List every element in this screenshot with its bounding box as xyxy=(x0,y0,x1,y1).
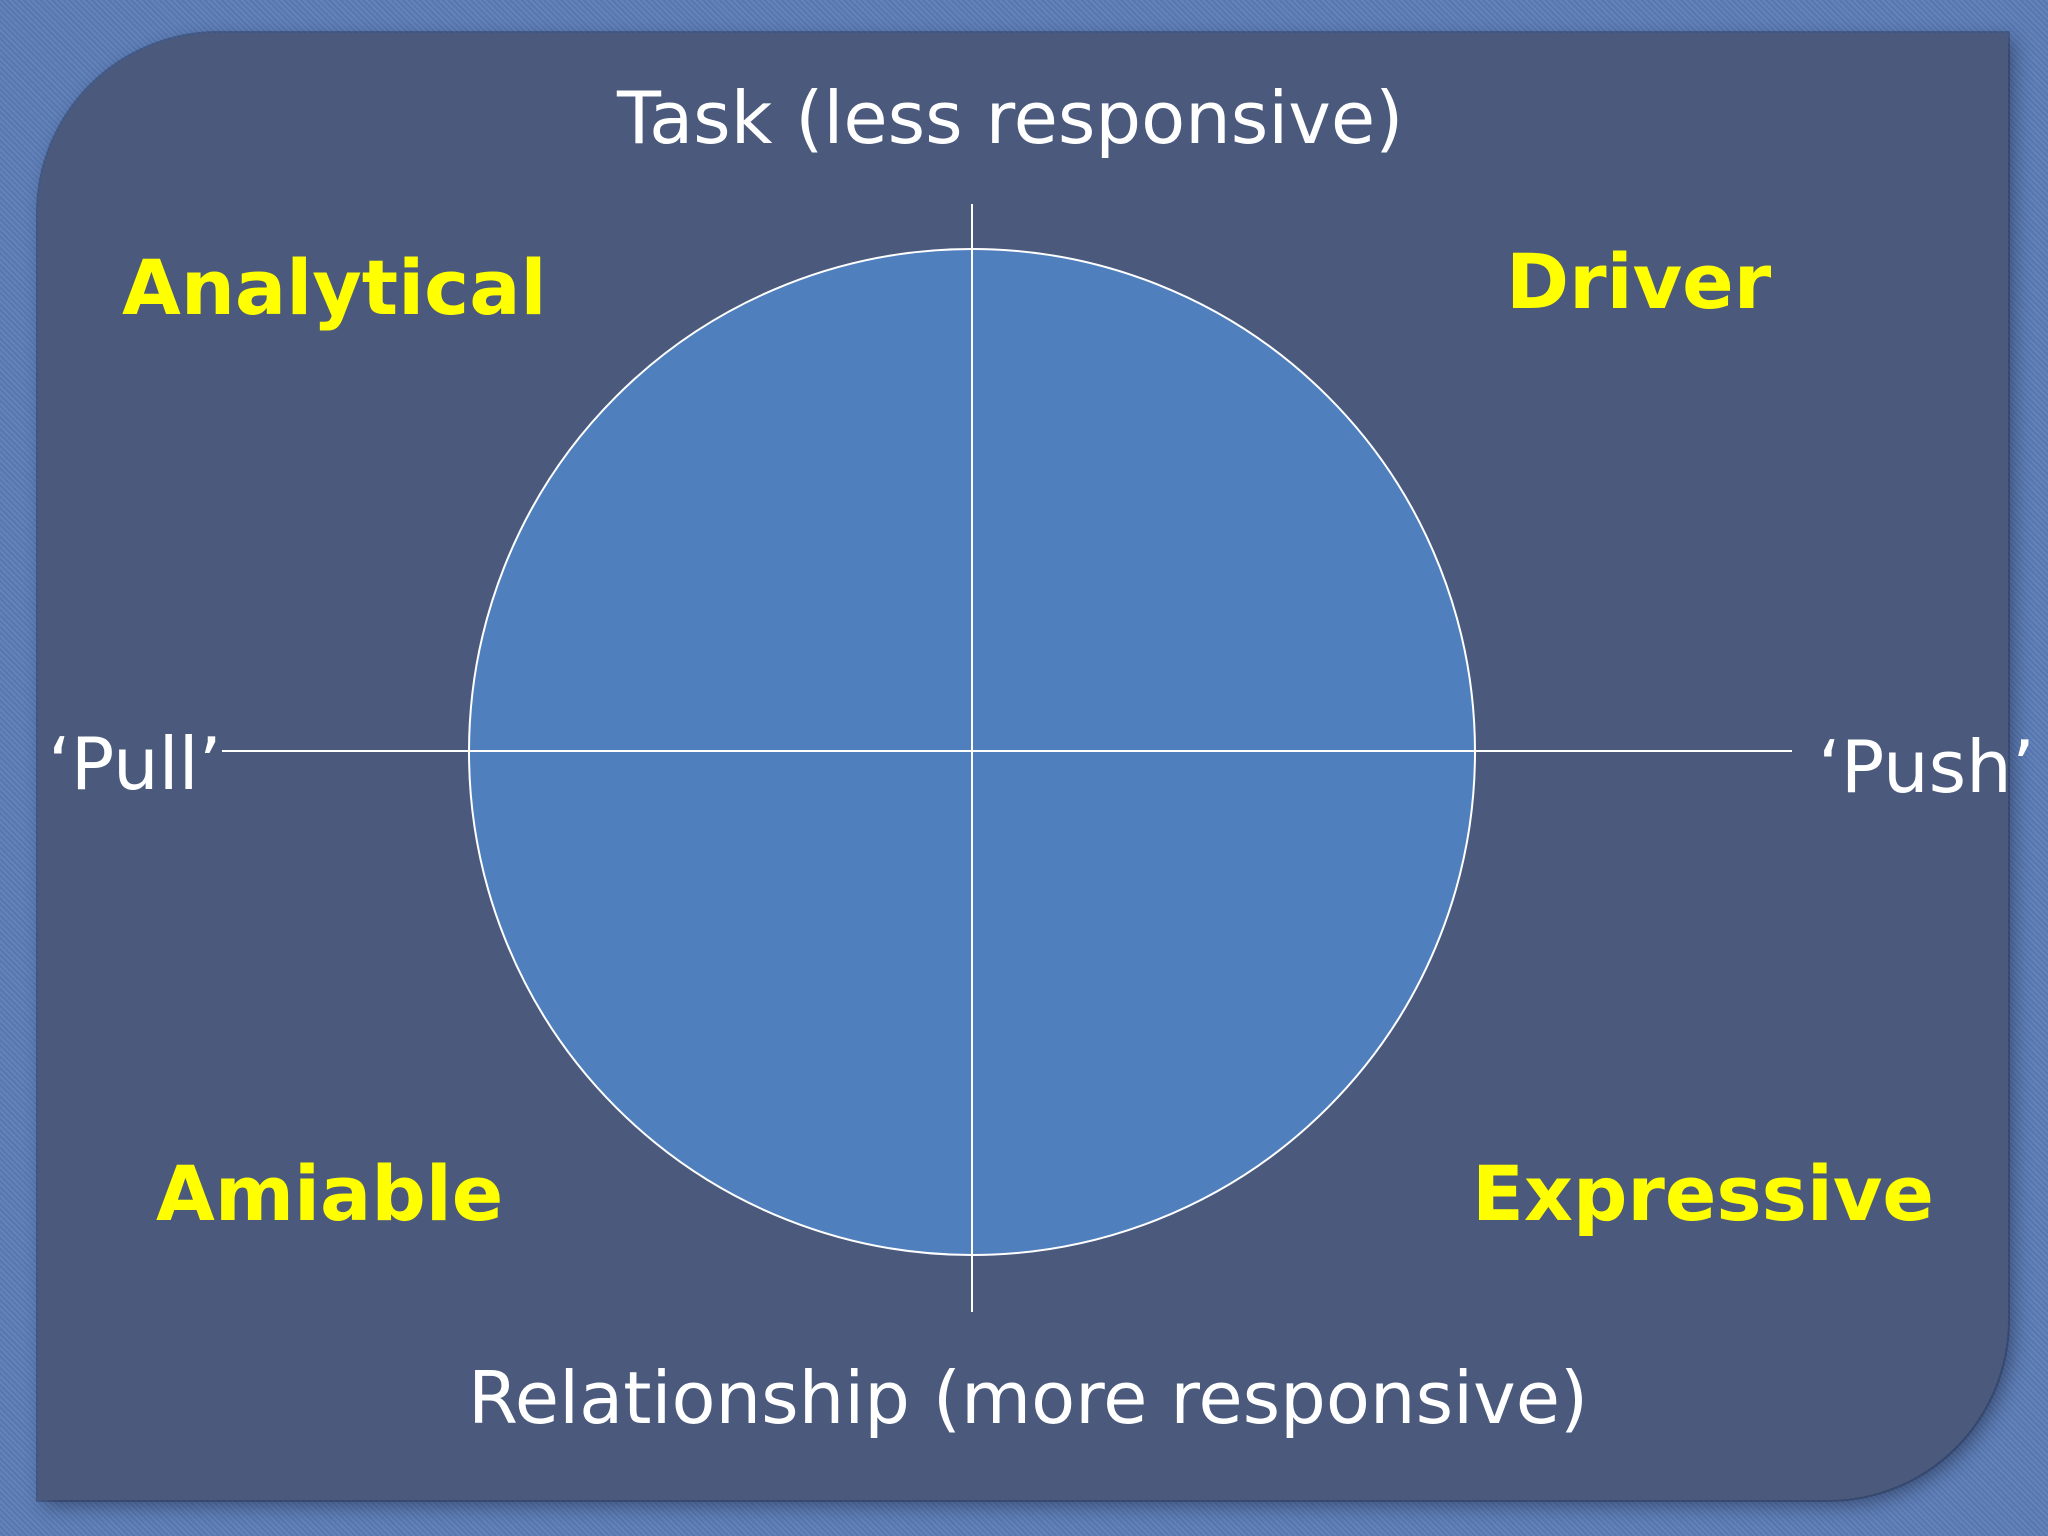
quadrant-label-analytical: Analytical xyxy=(122,243,547,332)
axis-label-left: ‘Pull’ xyxy=(48,722,222,806)
quadrant-label-expressive: Expressive xyxy=(1472,1149,1934,1238)
quadrant-label-driver: Driver xyxy=(1506,237,1772,326)
axis-label-right: ‘Push’ xyxy=(1818,725,2035,809)
axis-label-top: Task (less responsive) xyxy=(617,76,1404,160)
quadrant-label-amiable: Amiable xyxy=(156,1149,504,1238)
axis-label-bottom: Relationship (more responsive) xyxy=(468,1356,1589,1440)
